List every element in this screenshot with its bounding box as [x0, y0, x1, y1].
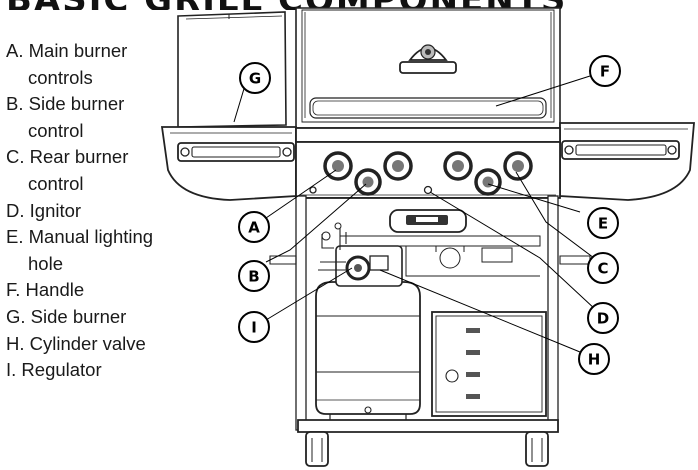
caster-wheels: [305, 431, 549, 467]
callout-d-label: D: [597, 310, 609, 328]
cabinet-panel: [431, 311, 547, 417]
callout-f-label: F: [600, 63, 610, 81]
main-burner-knobs: [323, 151, 533, 181]
component-legend: A. Main burner controls B. Side burner c…: [6, 38, 196, 384]
callout-h-label: H: [588, 351, 601, 369]
side-burner-lid: [177, 11, 287, 128]
callout-b: B: [238, 260, 270, 292]
callout-f: F: [589, 55, 621, 87]
grill-hood: [295, 7, 561, 129]
legend-item-b: B. Side burner: [6, 93, 125, 115]
legend-item-i: I. Regulator: [6, 359, 102, 381]
callout-a-label: A: [248, 219, 260, 237]
callout-a: A: [238, 211, 270, 243]
left-side-shelf: [160, 126, 297, 201]
leader-lines: [233, 75, 597, 353]
callout-e-label: E: [598, 215, 608, 233]
legend-item-a: A. Main burner: [6, 40, 128, 61]
right-side-shelf: [559, 122, 695, 201]
legend-item-g: G. Side burner: [6, 305, 127, 327]
legend-item-h: H. Cylinder valve: [6, 332, 146, 354]
legend-item-b-cont: control: [28, 119, 84, 141]
legend-item-a-cont: controls: [28, 66, 93, 88]
legend-item-c: C. Rear burner: [6, 146, 129, 168]
callout-g: G: [239, 62, 271, 94]
legend-item-c-cont: control: [28, 172, 84, 194]
legend-item-e: E. Manual lighting: [6, 226, 154, 248]
page-title: BASIC GRILL COMPONENTS: [0, 0, 698, 10]
legend-item-e-cont: hole: [28, 252, 63, 274]
legend-item-f: F. Handle: [6, 279, 85, 301]
callout-b-label: B: [248, 268, 259, 286]
callout-e: E: [587, 207, 619, 239]
propane-cylinder: [315, 281, 421, 420]
cylinder-valve-regulator: [318, 222, 403, 287]
callout-i: I: [238, 311, 270, 343]
callout-i-label: I: [251, 319, 257, 337]
callout-c-label: C: [597, 260, 608, 278]
legend-item-d: D. Ignitor: [6, 199, 82, 221]
callout-h: H: [578, 343, 610, 375]
ignitor-and-lighting-hole: [309, 185, 433, 195]
callout-d: D: [587, 302, 619, 334]
callout-g-label: G: [249, 70, 261, 88]
callout-c: C: [587, 252, 619, 284]
